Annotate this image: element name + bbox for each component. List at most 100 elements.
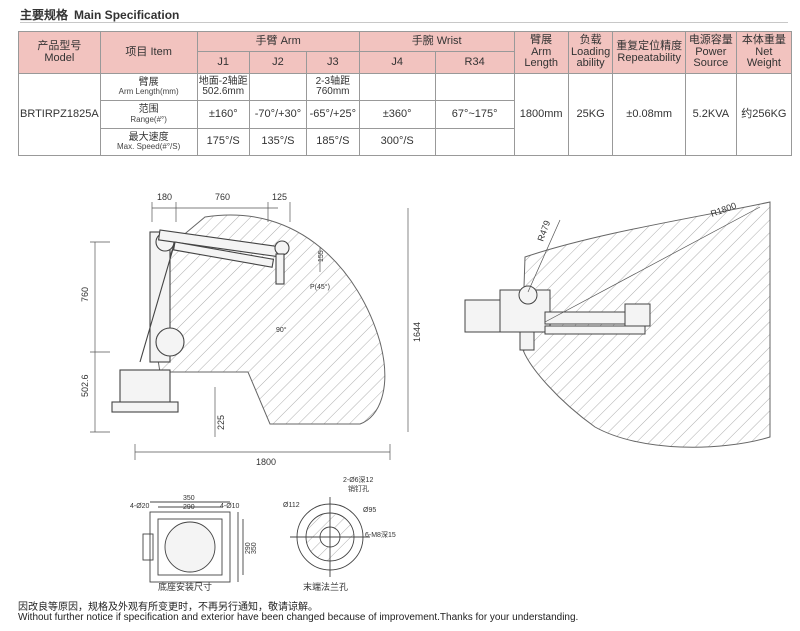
item-reach-en: Arm Length(mm) <box>118 87 179 97</box>
summary-load: 25KG <box>567 73 614 156</box>
item-speed-zh: 最大速度 <box>128 131 169 143</box>
flange-95: Ø95 <box>363 507 376 514</box>
item-reach-zh: 臂展 <box>138 76 159 88</box>
footer-notice-zh: 因改良等原因，规格及外观有所变更时，不再另行通知，敬请谅解。 <box>18 602 318 613</box>
section-title-en: Main Specification <box>74 8 180 22</box>
dim-760-top: 760 <box>215 192 230 202</box>
item-reach: 臂展 Arm Length(mm) <box>99 73 198 101</box>
model-cell: BRTIRPZ1825A <box>18 73 101 156</box>
spec-table: 产品型号 Model 项目 Item 手臂 Arm 手腕 Wrist 臂展 Ar… <box>18 31 793 156</box>
header-j3: J3 <box>306 51 360 74</box>
speed-j4: 300°/S <box>358 128 436 156</box>
reach-j1: 地面-2轴距 502.6mm <box>196 73 250 101</box>
header-power-zh: 电源容量 <box>688 34 733 47</box>
reach-j2 <box>248 73 308 101</box>
header-weight-en: Net Weight <box>746 45 781 70</box>
item-range: 范围 Range(#°) <box>99 100 198 129</box>
base-350: 350 <box>183 495 195 502</box>
header-load-zh: 负载 <box>579 34 602 47</box>
dim-502: 502.6 <box>80 374 90 397</box>
header-j2: J2 <box>248 51 308 74</box>
header-load-en1: Loading <box>571 45 611 58</box>
range-j2: -70°/+30° <box>248 100 308 129</box>
angle-90: 90° <box>276 326 287 334</box>
title-rule <box>20 22 788 23</box>
technical-drawings: 180 760 125 155 760 502.6 1644 225 1800 … <box>80 192 771 592</box>
range-j4: ±360° <box>358 100 436 129</box>
base-4020: 4-Ø20 <box>130 503 150 510</box>
reach-j4 <box>358 73 436 101</box>
header-weight-zh: 本体重量 <box>741 34 786 47</box>
header-power-en1: Power <box>695 45 727 58</box>
header-arm-length-en1: Arm <box>531 45 552 58</box>
speed-j3: 185°/S <box>306 128 360 156</box>
speed-j2: 135°/S <box>248 128 308 156</box>
header-repeat-en: Repeatability <box>617 51 681 64</box>
speed-j1: 175°/S <box>196 128 250 156</box>
flange-caption: 末端法兰孔 <box>303 581 348 592</box>
top-view-drawing: R479 R1800 <box>464 200 771 448</box>
header-arm: 手臂 Arm <box>196 31 360 52</box>
dim-1800: 1800 <box>256 457 276 467</box>
dim-r479: R479 <box>535 219 552 243</box>
base-caption: 底座安装尺寸 <box>158 581 212 592</box>
range-r34: 67°~175° <box>434 100 515 129</box>
header-j1: J1 <box>196 51 250 74</box>
summary-weight: 约256KG <box>735 73 793 156</box>
header-j4: J4 <box>358 51 436 74</box>
header-arm-length-en2: Length <box>524 57 558 70</box>
side-envelope <box>149 214 386 425</box>
summary-arm-length: 1800mm <box>513 73 569 156</box>
base-350v: 350 <box>251 542 258 554</box>
header-r34: R34 <box>434 51 515 74</box>
base-290v: 290 <box>245 542 252 554</box>
dim-760-side: 760 <box>80 287 90 302</box>
flange-2d6b: 销钉孔 <box>348 484 369 493</box>
speed-r34 <box>434 128 515 156</box>
robot-top-view <box>464 285 651 351</box>
header-power-en2: Source <box>693 57 729 70</box>
range-j3: -65°/+25° <box>306 100 360 129</box>
header-repeat-zh: 重复定位精度 <box>616 39 683 52</box>
flange-6m8: 6-M8深15 <box>365 530 396 539</box>
reach-r34 <box>434 73 515 101</box>
header-power: 电源容量 Power Source <box>684 31 737 74</box>
item-speed-en: Max. Speed(#°/S) <box>117 142 181 152</box>
header-arm-length-zh: 臂展 <box>530 34 553 47</box>
base-4010: 4-Ø10 <box>220 503 240 510</box>
robot-side-view <box>111 229 290 413</box>
header-load-en2: ability <box>576 57 605 70</box>
summary-power: 5.2KVA <box>684 73 737 156</box>
dim-180: 180 <box>157 192 172 202</box>
top-dimensions <box>527 206 761 323</box>
range-j1: ±160° <box>196 100 250 129</box>
footer-notice-en: Without further notice if specification … <box>18 612 579 623</box>
header-model-en: Model <box>44 51 75 64</box>
summary-repeatability: ±0.08mm <box>612 73 686 156</box>
dim-155: 155 <box>318 250 325 262</box>
dim-1644: 1644 <box>412 322 422 342</box>
angle-p: P(45°) <box>310 283 330 291</box>
reach-j3: 2-3轴距 760mm <box>306 73 360 101</box>
header-weight: 本体重量 Net Weight <box>735 31 793 74</box>
side-dimensions <box>90 202 409 460</box>
side-view-drawing: 180 760 125 155 760 502.6 1644 225 1800 … <box>80 192 422 467</box>
header-arm-length: 臂展 Arm Length <box>513 31 569 74</box>
item-speed: 最大速度 Max. Speed(#°/S) <box>99 128 198 156</box>
header-repeatability: 重复定位精度 Repeatability <box>612 31 686 74</box>
header-wrist: 手腕 Wrist <box>358 31 515 52</box>
base-290: 290 <box>183 504 195 511</box>
flange-drawing <box>290 497 370 577</box>
item-range-en: Range(#°) <box>130 114 167 124</box>
flange-112: Ø112 <box>283 502 300 509</box>
header-model-zh: 产品型号 <box>37 39 82 52</box>
dim-125: 125 <box>272 192 287 202</box>
flange-2d6: 2-Ø6深12 <box>343 475 373 484</box>
header-model: 产品型号 Model <box>18 31 101 74</box>
base-mount-drawing <box>142 501 244 583</box>
header-item: 项目 Item <box>99 31 198 74</box>
dim-225: 225 <box>216 415 226 430</box>
header-load: 负载 Loading ability <box>567 31 614 74</box>
item-range-zh: 范围 <box>138 104 159 116</box>
